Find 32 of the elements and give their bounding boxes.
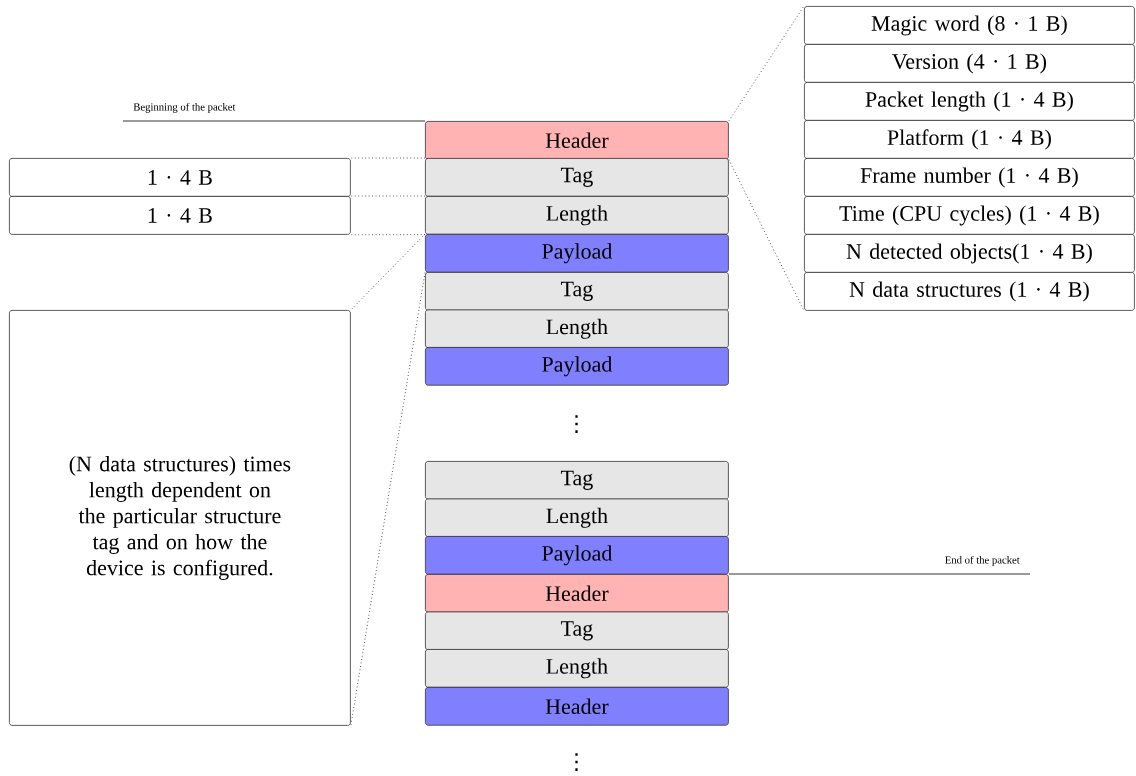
header-field-box: N data structures (1 · 4 B) [804, 272, 1135, 311]
tag-block: Tag [425, 611, 729, 651]
tag-block: Tag [425, 158, 729, 197]
header-block: Header [425, 574, 729, 613]
tag-block: Tag [425, 461, 729, 500]
length-block: Length [425, 309, 729, 349]
field-size-box: 1 · 4 B [9, 158, 351, 197]
payload-size-box: (N data structures) times length dependent on the particular structure tag and on how the device is configured. [9, 310, 351, 726]
header-field-box: Platform (1 · 4 B) [804, 120, 1135, 159]
payload-block: Payload [425, 234, 729, 273]
leader-line [122, 120, 426, 122]
payload-block: Payload [425, 347, 729, 386]
header-field-box: N detected objects(1 · 4 B) [804, 234, 1135, 273]
annotation-text: Beginning of the packet [133, 102, 236, 113]
header-field-box: Version (4 · 1 B) [804, 44, 1135, 83]
header-field-box: Frame number (1 · 4 B) [804, 158, 1135, 197]
field-size-box: 1 · 4 B [9, 196, 351, 235]
zoom-line [350, 272, 426, 727]
header-field-box: Magic word (8 · 1 B) [804, 6, 1135, 45]
header-field-box: Time (CPU cycles) (1 · 4 B) [804, 196, 1135, 235]
leader-line [728, 573, 1031, 575]
header-block: Header [425, 121, 729, 160]
ellipsis: ⋮ [575, 753, 578, 771]
tag-block: Tag [425, 272, 729, 311]
header-block: Header [425, 687, 729, 726]
payload-block: Payload [425, 536, 729, 575]
ellipsis: ⋮ [575, 415, 578, 433]
annotation-text: End of the packet [945, 555, 1020, 566]
header-field-box: Packet length (1 · 4 B) [804, 82, 1135, 121]
length-block: Length [425, 196, 729, 235]
length-block: Length [425, 498, 729, 538]
length-block: Length [425, 649, 729, 688]
